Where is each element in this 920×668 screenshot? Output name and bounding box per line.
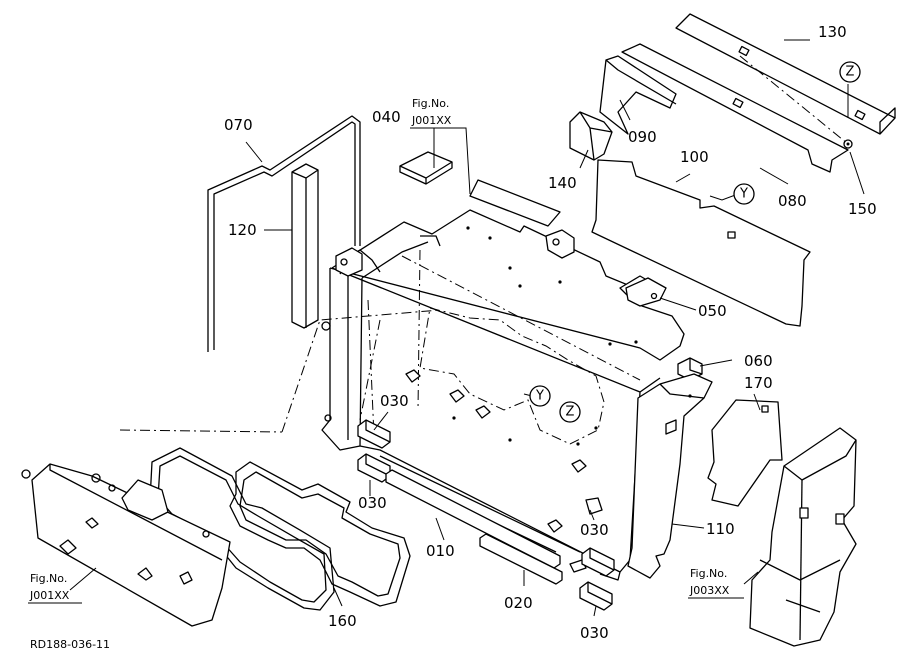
label-130: 130: [818, 23, 847, 41]
label-050: 050: [698, 302, 727, 320]
label-100: 100: [680, 148, 709, 166]
fig-ref-3: Fig.No. J003XX: [688, 567, 744, 599]
fig-ref-1: Fig.No. J001XX: [410, 97, 466, 129]
callout-z-top-label: Z: [846, 65, 855, 80]
label-030-d: 030: [580, 624, 609, 642]
lower-left-panel: [21, 463, 231, 627]
callout-y-top: Y: [733, 183, 755, 205]
part-080-long-plate: [621, 43, 849, 173]
label-120: 120: [228, 221, 257, 239]
part-labels: 070 120 040 130 090 140 100 080 150 050 …: [224, 23, 877, 642]
callout-z-top: Z: [839, 61, 861, 83]
part-140-block: [569, 111, 613, 161]
part-120-column: [291, 163, 319, 329]
label-140: 140: [548, 174, 577, 192]
part-100-panel: [591, 159, 811, 327]
label-030-c: 030: [580, 521, 609, 539]
fig-ref-2-line1: Fig.No.: [30, 572, 67, 585]
part-050-bracket: [625, 277, 667, 307]
main-frame: [321, 179, 685, 581]
fig-ref-2: Fig.No. J001XX: [28, 572, 82, 604]
part-030-pads: [357, 419, 615, 611]
fig-ref-2-line2: J001XX: [29, 589, 70, 602]
label-110: 110: [706, 520, 735, 538]
right-housing: [749, 427, 857, 647]
label-070: 070: [224, 116, 253, 134]
label-170: 170: [744, 374, 773, 392]
label-150: 150: [848, 200, 877, 218]
part-110-side-panel: [627, 373, 713, 579]
fig-ref-1-line2: J001XX: [411, 114, 452, 127]
drawing-id: RD188-036-11: [30, 638, 110, 651]
part-010-020-rails: [385, 469, 563, 585]
part-150-washer: [739, 55, 853, 149]
part-130-top-strip: [675, 13, 896, 135]
fig-ref-3-line1: Fig.No.: [690, 567, 727, 580]
label-010: 010: [426, 542, 455, 560]
callout-y-mid-label: Y: [535, 389, 544, 404]
callout-y-top-label: Y: [739, 187, 748, 202]
callout-y-mid: Y: [529, 385, 551, 407]
label-060: 060: [744, 352, 773, 370]
part-090-triangular-plate: [599, 55, 677, 135]
callout-z-mid: Z: [559, 401, 581, 423]
callout-z-mid-label: Z: [566, 405, 575, 420]
label-160: 160: [328, 612, 357, 630]
fig-ref-1-line1: Fig.No.: [412, 97, 449, 110]
part-040-pad: [399, 151, 453, 185]
inner-panel-outline: [119, 307, 605, 445]
label-080: 080: [778, 192, 807, 210]
label-030-a: 030: [380, 392, 409, 410]
label-090: 090: [628, 128, 657, 146]
part-160-gasket: [229, 461, 411, 607]
label-020: 020: [504, 594, 533, 612]
part-170-plate: [707, 399, 783, 507]
label-040: 040: [372, 108, 401, 126]
label-030-b: 030: [358, 494, 387, 512]
fig-ref-3-line2: J003XX: [689, 584, 730, 597]
part-070-rod: [207, 115, 361, 352]
